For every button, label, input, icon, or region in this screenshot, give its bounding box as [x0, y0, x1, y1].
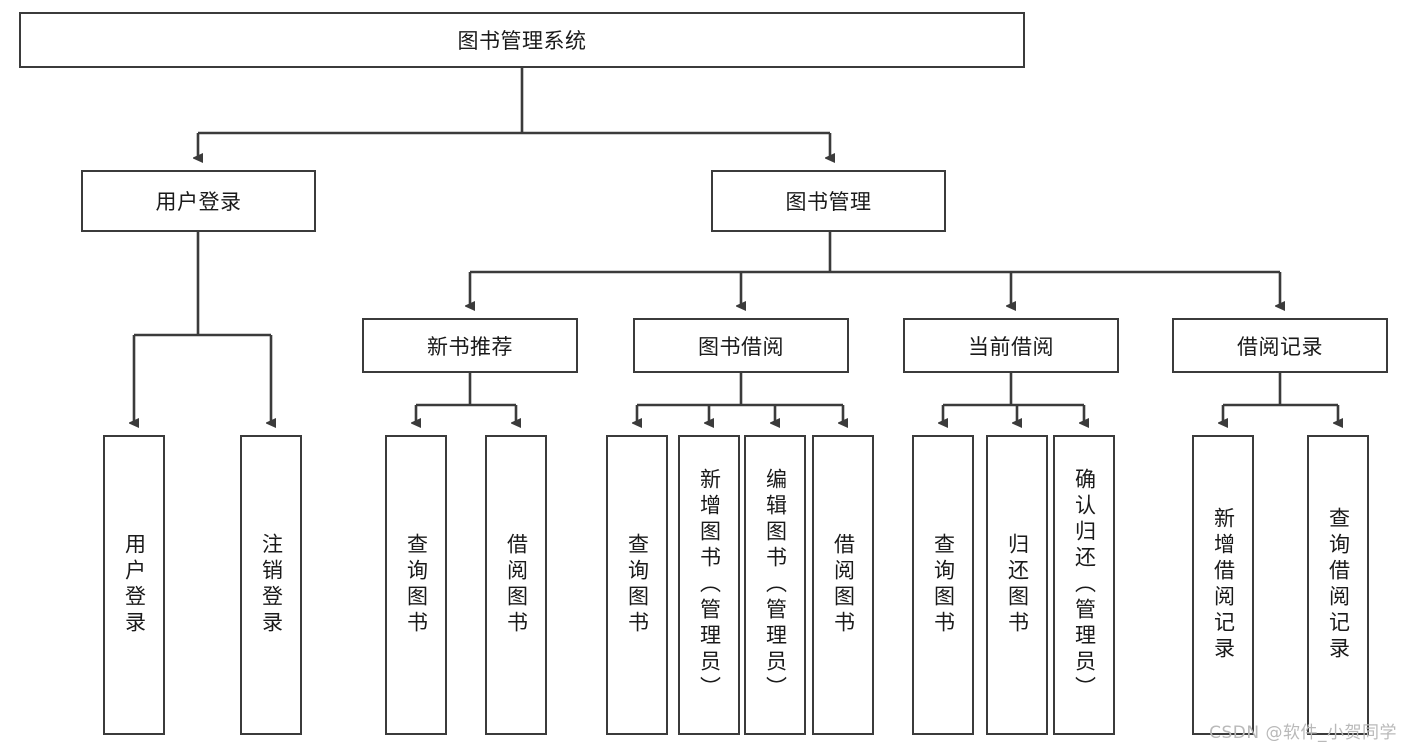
node-leaf-add-book-label: 新增图书（管理员） — [697, 468, 722, 702]
node-leaf-edit-book-label: 编辑图书（管理员） — [763, 468, 788, 702]
node-leaf-query-book-1[interactable]: 查询图书 — [385, 435, 447, 735]
node-book-borrow[interactable]: 图书借阅 — [633, 318, 849, 373]
node-root[interactable]: 图书管理系统 — [19, 12, 1025, 68]
node-book-manage-label: 图书管理 — [785, 190, 872, 214]
node-leaf-return-book[interactable]: 归还图书 — [986, 435, 1048, 735]
node-leaf-user-logout-label: 注销登录 — [259, 533, 284, 637]
node-leaf-borrow-book-1-label: 借阅图书 — [504, 533, 529, 637]
node-leaf-query-borrow-record[interactable]: 查询借阅记录 — [1307, 435, 1369, 735]
node-book-borrow-label: 图书借阅 — [698, 334, 784, 359]
node-leaf-borrow-book-2-label: 借阅图书 — [831, 533, 856, 637]
node-root-label: 图书管理系统 — [457, 29, 587, 53]
node-leaf-confirm-return-label: 确认归还（管理员） — [1072, 468, 1097, 702]
node-leaf-add-borrow-record-label: 新增借阅记录 — [1211, 507, 1236, 663]
node-leaf-user-login[interactable]: 用户登录 — [103, 435, 165, 735]
node-leaf-query-book-3-label: 查询图书 — [931, 533, 956, 637]
node-user-login-label: 用户登录 — [155, 190, 242, 214]
node-leaf-add-borrow-record[interactable]: 新增借阅记录 — [1192, 435, 1254, 735]
node-leaf-user-login-label: 用户登录 — [122, 533, 147, 637]
node-leaf-add-book[interactable]: 新增图书（管理员） — [678, 435, 740, 735]
node-leaf-edit-book[interactable]: 编辑图书（管理员） — [744, 435, 806, 735]
node-leaf-query-borrow-record-label: 查询借阅记录 — [1326, 507, 1351, 663]
node-leaf-borrow-book-1[interactable]: 借阅图书 — [485, 435, 547, 735]
node-leaf-user-logout[interactable]: 注销登录 — [240, 435, 302, 735]
node-leaf-return-book-label: 归还图书 — [1005, 533, 1030, 637]
node-leaf-confirm-return[interactable]: 确认归还（管理员） — [1053, 435, 1115, 735]
node-current-borrow[interactable]: 当前借阅 — [903, 318, 1119, 373]
node-borrow-record[interactable]: 借阅记录 — [1172, 318, 1388, 373]
node-leaf-query-book-2-label: 查询图书 — [625, 533, 650, 637]
node-leaf-query-book-2[interactable]: 查询图书 — [606, 435, 668, 735]
node-user-login[interactable]: 用户登录 — [81, 170, 316, 232]
node-new-book-recommend-label: 新书推荐 — [427, 334, 513, 359]
node-borrow-record-label: 借阅记录 — [1237, 334, 1323, 359]
csdn-watermark: CSDN @软件_小贺同学 — [1209, 723, 1397, 743]
node-book-manage[interactable]: 图书管理 — [711, 170, 946, 232]
node-new-book-recommend[interactable]: 新书推荐 — [362, 318, 578, 373]
node-leaf-borrow-book-2[interactable]: 借阅图书 — [812, 435, 874, 735]
node-current-borrow-label: 当前借阅 — [968, 334, 1054, 359]
node-leaf-query-book-1-label: 查询图书 — [404, 533, 429, 637]
node-leaf-query-book-3[interactable]: 查询图书 — [912, 435, 974, 735]
